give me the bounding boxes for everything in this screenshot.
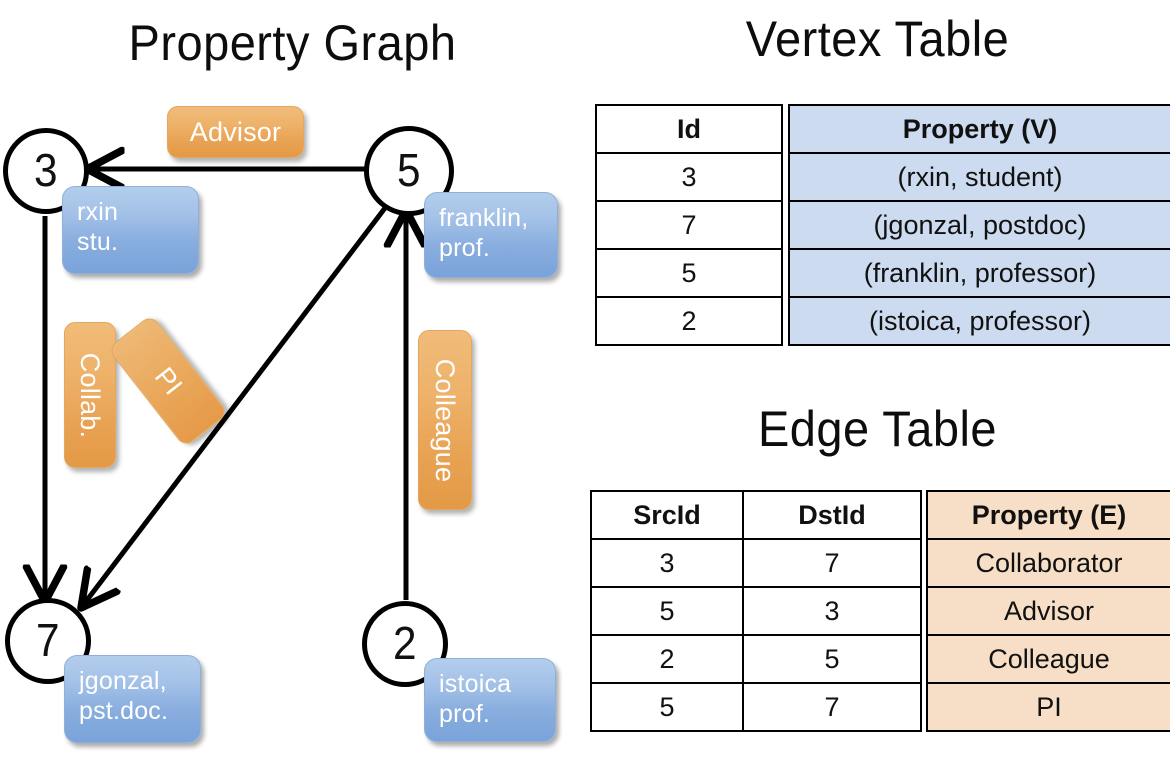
vertex-table-column-separator bbox=[782, 201, 789, 249]
node-property-box-franklin[interactable]: franklin, prof. bbox=[424, 192, 558, 278]
table-row: 2 5 Colleague bbox=[590, 634, 1170, 684]
edge-dst-cell: 3 bbox=[742, 586, 922, 636]
vertex-id-cell: 3 bbox=[595, 152, 783, 202]
graph-node-2[interactable]: 2 bbox=[362, 601, 448, 687]
edge-label-collab-text: Collab. bbox=[75, 352, 106, 438]
edge-table-header-srcid: SrcId bbox=[590, 490, 744, 540]
graph-node-5-label: 5 bbox=[397, 144, 421, 196]
edge-table-column-separator bbox=[921, 635, 927, 683]
edge-dst-cell: 7 bbox=[742, 538, 922, 588]
vertex-property-cell: (istoica, professor) bbox=[788, 296, 1170, 346]
vertex-table-header-row: Id Property (V) bbox=[595, 104, 1170, 154]
edge-property-cell: Collaborator bbox=[926, 538, 1170, 588]
edge-property-cell: PI bbox=[926, 682, 1170, 732]
table-row: 3 (rxin, student) bbox=[595, 152, 1170, 202]
table-row: 2 (istoica, professor) bbox=[595, 296, 1170, 346]
vertex-property-cell: (franklin, professor) bbox=[788, 248, 1170, 298]
table-row: 5 3 Advisor bbox=[590, 586, 1170, 636]
table-row: 5 7 PI bbox=[590, 682, 1170, 732]
property-graph-diagram: 3 5 7 2 rxin stu. franklin, prof. jgonza… bbox=[0, 0, 585, 760]
edge-table-header-property: Property (E) bbox=[926, 490, 1170, 540]
page-title-edge-table: Edge Table bbox=[757, 401, 998, 457]
edge-src-cell: 3 bbox=[590, 538, 744, 588]
edge-property-cell: Advisor bbox=[926, 586, 1170, 636]
edge-table-column-separator bbox=[921, 491, 927, 539]
vertex-table-column-separator bbox=[782, 105, 789, 153]
edge-src-cell: 5 bbox=[590, 586, 744, 636]
graph-node-3-label: 3 bbox=[34, 144, 58, 196]
vertex-property-cell: (jgonzal, postdoc) bbox=[788, 200, 1170, 250]
edge-src-cell: 2 bbox=[590, 634, 744, 684]
table-row: 3 7 Collaborator bbox=[590, 538, 1170, 588]
edge-label-advisor-text: Advisor bbox=[189, 116, 282, 147]
edge-arrow-pi bbox=[84, 206, 387, 604]
edge-table-column-separator bbox=[921, 539, 927, 587]
vertex-property-cell: (rxin, student) bbox=[788, 152, 1170, 202]
graph-edge-arrows bbox=[0, 0, 585, 760]
edge-table-header-row: SrcId DstId Property (E) bbox=[590, 490, 1170, 540]
edge-label-pi-text: PI bbox=[148, 361, 189, 401]
edge-src-cell: 5 bbox=[590, 682, 744, 732]
vertex-table-header-id: Id bbox=[595, 104, 783, 154]
node-property-box-rxin[interactable]: rxin stu. bbox=[62, 186, 199, 274]
graph-node-7-label: 7 bbox=[36, 614, 60, 666]
vertex-table-column-separator bbox=[782, 297, 789, 345]
edge-table: SrcId DstId Property (E) 3 7 Collaborato… bbox=[590, 490, 1170, 732]
edge-dst-cell: 5 bbox=[742, 634, 922, 684]
edge-table-column-separator bbox=[921, 587, 927, 635]
vertex-table-column-separator bbox=[782, 249, 789, 297]
page-title-vertex-table: Vertex Table bbox=[745, 11, 1010, 67]
vertex-id-cell: 7 bbox=[595, 200, 783, 250]
table-row: 7 (jgonzal, postdoc) bbox=[595, 200, 1170, 250]
graph-node-5[interactable]: 5 bbox=[364, 126, 454, 216]
edge-table-column-separator bbox=[921, 683, 927, 731]
table-row: 5 (franklin, professor) bbox=[595, 248, 1170, 298]
edge-label-colleague-text: Colleague bbox=[430, 358, 461, 482]
edge-label-box-advisor[interactable]: Advisor bbox=[167, 106, 304, 158]
edge-label-box-colleague[interactable]: Colleague bbox=[418, 330, 472, 510]
vertex-id-cell: 5 bbox=[595, 248, 783, 298]
vertex-table: Id Property (V) 3 (rxin, student) 7 (jgo… bbox=[595, 104, 1170, 346]
node-property-box-istoica[interactable]: istoica prof. bbox=[424, 658, 556, 742]
graph-node-2-label: 2 bbox=[393, 617, 417, 669]
edge-dst-cell: 7 bbox=[742, 682, 922, 732]
edge-label-box-collab[interactable]: Collab. bbox=[64, 322, 116, 468]
vertex-table-header-property: Property (V) bbox=[788, 104, 1170, 154]
page-title-property-graph: Property Graph bbox=[128, 15, 457, 71]
node-property-box-jgonzal[interactable]: jgonzal, pst.doc. bbox=[64, 655, 201, 743]
edge-table-header-dstid: DstId bbox=[742, 490, 922, 540]
vertex-table-column-separator bbox=[782, 153, 789, 201]
vertex-id-cell: 2 bbox=[595, 296, 783, 346]
edge-property-cell: Colleague bbox=[926, 634, 1170, 684]
